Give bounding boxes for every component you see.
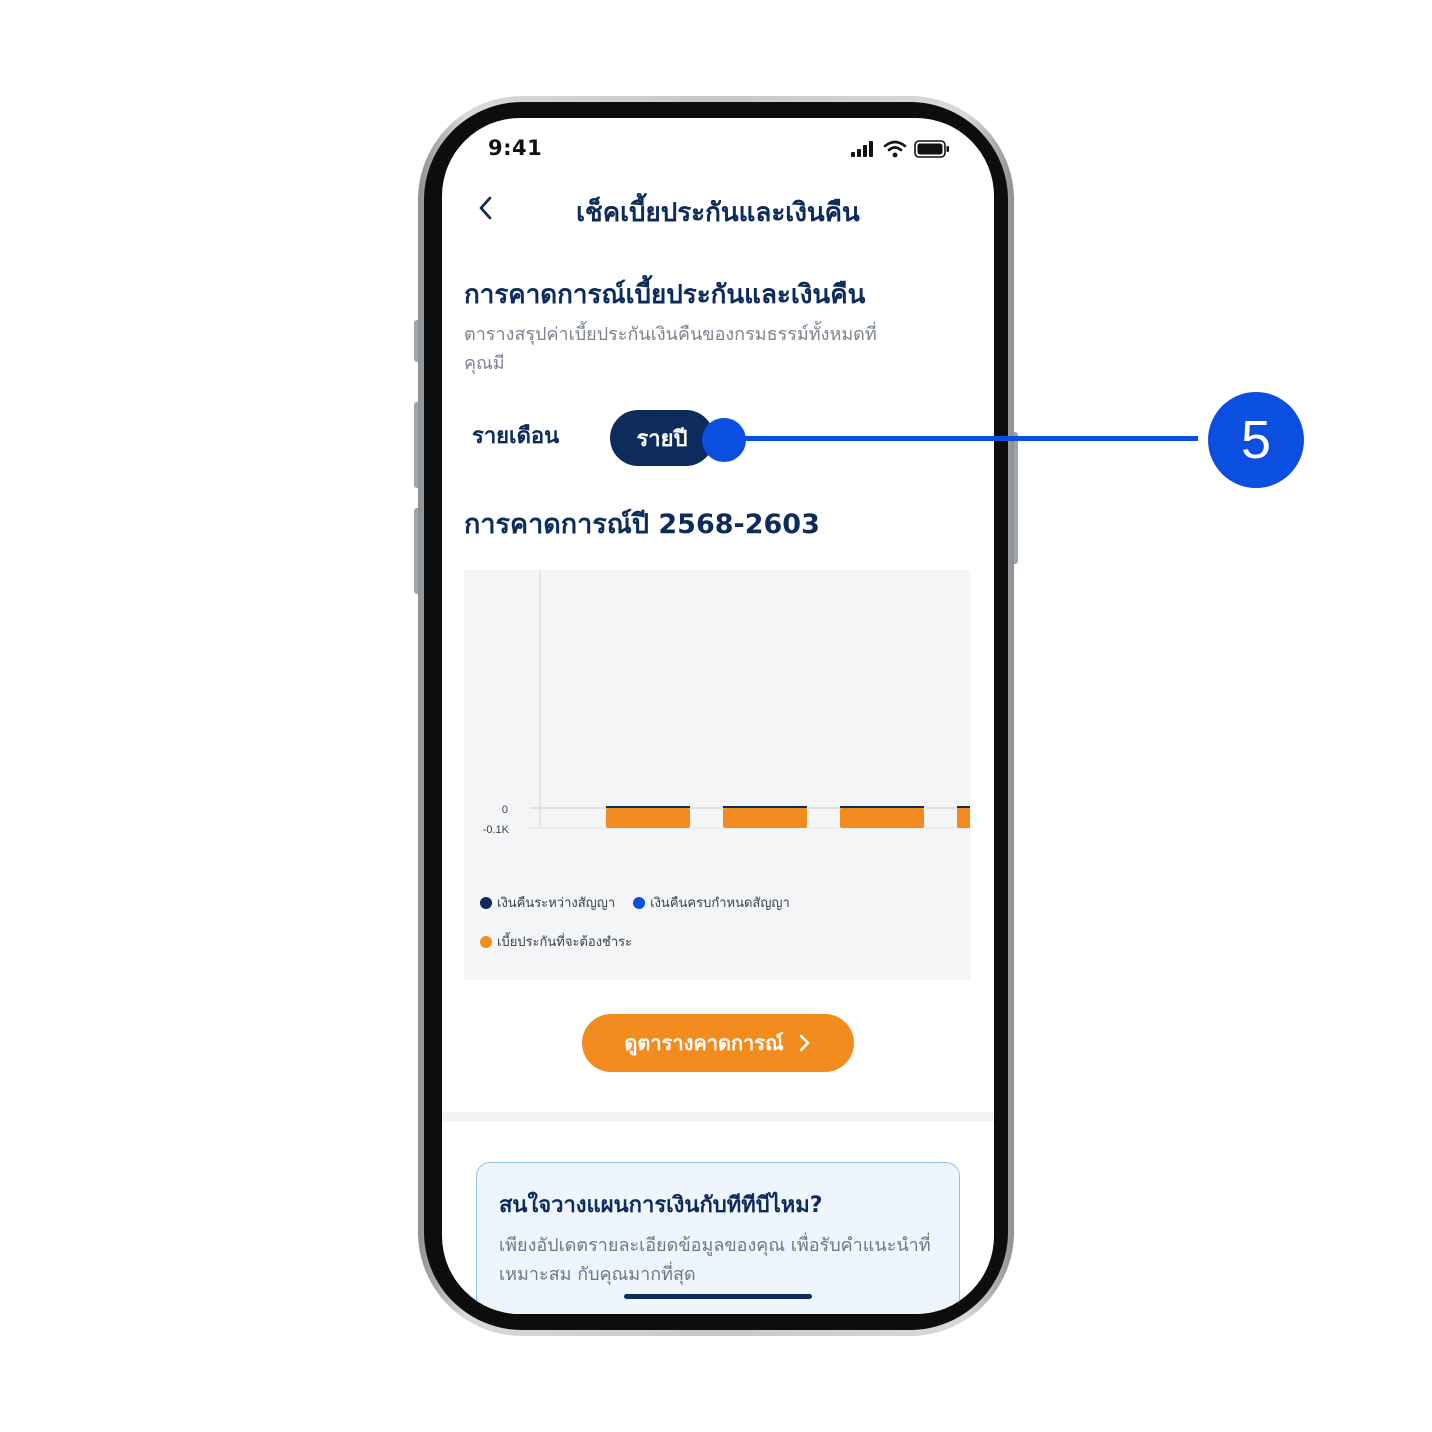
bar-interim-refund xyxy=(957,806,970,808)
toggle-yearly-label: รายปี xyxy=(636,426,688,452)
silent-switch xyxy=(414,320,420,362)
callout-line xyxy=(724,436,1198,441)
forecast-chart-card: 0 -0.1K เงินคืนระหว่างสัญญา เงินคืนครบกำห… xyxy=(464,570,970,980)
chevron-right-icon xyxy=(799,1034,809,1052)
financial-planning-promo-card[interactable]: สนใจวางแผนการเงินกับทีทีบีไหม? เพียงอัปเ… xyxy=(476,1162,960,1314)
home-indicator xyxy=(624,1294,812,1299)
bar-interim-refund xyxy=(840,806,924,808)
legend-label: เบี้ยประกันที่จะต้องชำระ xyxy=(497,935,633,950)
battery-icon xyxy=(914,140,949,158)
phone-screen: 9:41 เช็คเบี้ยประกันและเงินคืน การคาดการ… xyxy=(442,118,994,1314)
cellular-signal-icon xyxy=(851,141,873,157)
bar-interim-refund xyxy=(723,806,807,808)
volume-up-button xyxy=(414,402,420,488)
legend-label: เงินคืนระหว่างสัญญา xyxy=(497,896,616,911)
legend-item-maturity-refund: เงินคืนครบกำหนดสัญญา xyxy=(633,892,790,913)
callout-dot xyxy=(702,418,746,462)
section-title: การคาดการณ์เบี้ยประกันและเงินคืน xyxy=(464,280,866,310)
wifi-icon xyxy=(883,140,907,158)
legend-label: เงินคืนครบกำหนดสัญญา xyxy=(650,896,790,911)
view-forecast-table-button[interactable]: ดูตารางคาดการณ์ xyxy=(582,1014,854,1072)
volume-down-button xyxy=(414,508,420,594)
section-divider xyxy=(442,1112,994,1122)
legend-dot xyxy=(633,896,646,909)
promo-title: สนใจวางแผนการเงินกับทีทีบีไหม? xyxy=(499,1193,823,1218)
bar-premium-due xyxy=(840,808,924,828)
promo-description: เพียงอัปเดตรายละเอียดข้อมูลของคุณ เพื่อร… xyxy=(499,1235,931,1285)
section-description: ตารางสรุปค่าเบี้ยประกันเงินคืนของกรมธรรม… xyxy=(464,324,877,374)
bar-premium-due xyxy=(723,808,807,828)
back-button[interactable] xyxy=(472,194,500,222)
power-button xyxy=(1012,432,1018,564)
y-tick-label: -0.1K xyxy=(483,824,510,836)
toggle-monthly[interactable]: รายเดือน xyxy=(472,424,560,449)
chevron-left-icon xyxy=(479,196,492,220)
bar-premium-due xyxy=(606,808,690,828)
forecast-title: การคาดการณ์ปี 2568-2603 xyxy=(464,509,820,540)
legend-dot xyxy=(480,896,492,909)
status-time: 9:41 xyxy=(488,136,543,160)
legend-item-interim-refund: เงินคืนระหว่างสัญญา xyxy=(480,892,615,913)
chart-legend: เงินคืนระหว่างสัญญา เงินคืนครบกำหนดสัญญา… xyxy=(480,892,790,970)
status-icons xyxy=(850,140,950,158)
bar-interim-refund xyxy=(606,806,690,808)
legend-item-premium-due: เบี้ยประกันที่จะต้องชำระ xyxy=(480,931,632,952)
toggle-yearly[interactable]: รายปี xyxy=(610,410,714,466)
bar-premium-due xyxy=(957,808,970,828)
legend-dot xyxy=(480,935,492,948)
forecast-bar-chart: 0 -0.1K xyxy=(483,570,970,836)
callout-badge: 5 xyxy=(1208,392,1304,488)
view-forecast-table-label: ดูตารางคาดการณ์ xyxy=(624,1031,784,1055)
y-tick-label: 0 xyxy=(502,804,508,816)
nav-title: เช็คเบี้ยประกันและเงินคืน xyxy=(576,198,860,228)
